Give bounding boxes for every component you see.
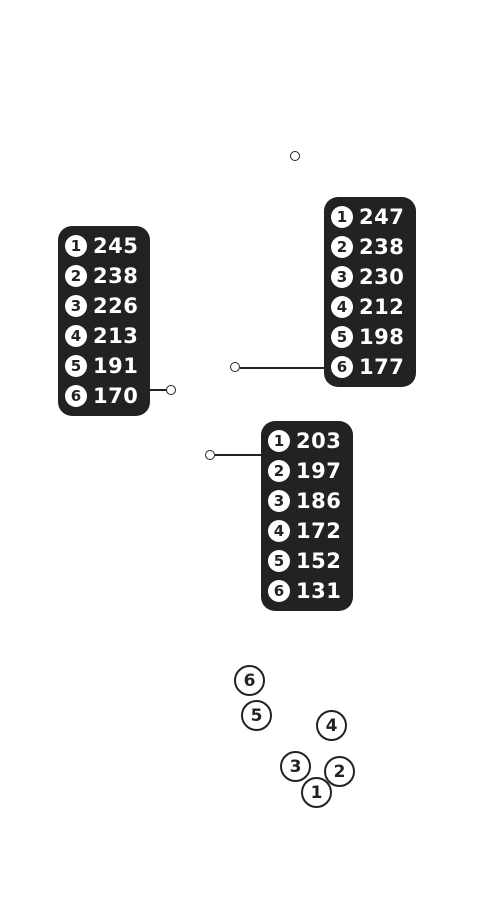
callout-anchor-point[interactable]	[166, 385, 176, 395]
rank-value: 186	[296, 488, 342, 513]
rank-badge: 5	[65, 355, 87, 377]
ranking-row: 6 177	[331, 352, 408, 382]
ranking-row: 2 238	[65, 261, 142, 291]
location-point[interactable]	[290, 151, 300, 161]
rank-value: 131	[296, 578, 342, 603]
callout-anchor-point[interactable]	[205, 450, 215, 460]
marker-label: 6	[243, 670, 256, 691]
marker-label: 3	[289, 756, 302, 777]
rank-value: 198	[359, 324, 405, 349]
rank-value: 170	[93, 383, 139, 408]
rank-badge: 6	[331, 356, 353, 378]
rank-badge: 4	[65, 325, 87, 347]
rank-badge: 3	[65, 295, 87, 317]
rank-badge: 2	[268, 460, 290, 482]
callout-connector	[240, 367, 325, 369]
rank-badge: 4	[331, 296, 353, 318]
numbered-marker-2[interactable]: 2	[324, 756, 355, 787]
rank-badge: 1	[65, 235, 87, 257]
rank-badge: 1	[268, 430, 290, 452]
rank-badge: 2	[331, 236, 353, 258]
rank-badge: 5	[268, 550, 290, 572]
rank-value: 191	[93, 353, 139, 378]
ranking-row: 1 203	[268, 426, 345, 456]
numbered-marker-5[interactable]: 5	[241, 700, 272, 731]
ranking-row: 5 198	[331, 322, 408, 352]
callout-connector	[150, 389, 167, 391]
ranking-row: 1 247	[331, 202, 408, 232]
rank-value: 238	[359, 234, 405, 259]
rank-badge: 6	[268, 580, 290, 602]
ranking-row: 6 170	[65, 381, 142, 411]
ranking-row: 4 212	[331, 292, 408, 322]
marker-label: 4	[325, 715, 338, 736]
rank-badge: 4	[268, 520, 290, 542]
ranking-panel-left[interactable]: 1 245 2 238 3 226 4 213 5 191 6 170	[58, 226, 150, 416]
numbered-marker-4[interactable]: 4	[316, 710, 347, 741]
rank-value: 230	[359, 264, 405, 289]
rank-value: 212	[359, 294, 405, 319]
rank-badge: 2	[65, 265, 87, 287]
ranking-panel-center[interactable]: 1 203 2 197 3 186 4 172 5 152 6 131	[261, 421, 353, 611]
rank-value: 226	[93, 293, 139, 318]
ranking-row: 3 230	[331, 262, 408, 292]
rank-value: 213	[93, 323, 139, 348]
ranking-row: 4 213	[65, 321, 142, 351]
callout-anchor-point[interactable]	[230, 362, 240, 372]
rank-value: 152	[296, 548, 342, 573]
rank-badge: 6	[65, 385, 87, 407]
rank-badge: 5	[331, 326, 353, 348]
rank-badge: 1	[331, 206, 353, 228]
marker-label: 1	[310, 782, 323, 803]
ranking-row: 1 245	[65, 231, 142, 261]
marker-label: 2	[333, 761, 346, 782]
ranking-row: 5 152	[268, 546, 345, 576]
rank-value: 203	[296, 428, 342, 453]
rank-value: 197	[296, 458, 342, 483]
rank-badge: 3	[268, 490, 290, 512]
numbered-marker-1[interactable]: 1	[301, 777, 332, 808]
ranking-panel-right[interactable]: 1 247 2 238 3 230 4 212 5 198 6 177	[324, 197, 416, 387]
rank-badge: 3	[331, 266, 353, 288]
rank-value: 177	[359, 354, 405, 379]
rank-value: 172	[296, 518, 342, 543]
ranking-row: 3 186	[268, 486, 345, 516]
ranking-row: 6 131	[268, 576, 345, 606]
callout-connector	[215, 454, 262, 456]
ranking-row: 2 197	[268, 456, 345, 486]
numbered-marker-3[interactable]: 3	[280, 751, 311, 782]
ranking-row: 2 238	[331, 232, 408, 262]
marker-label: 5	[250, 705, 263, 726]
ranking-row: 5 191	[65, 351, 142, 381]
ranking-row: 3 226	[65, 291, 142, 321]
ranking-row: 4 172	[268, 516, 345, 546]
rank-value: 247	[359, 204, 405, 229]
rank-value: 238	[93, 263, 139, 288]
numbered-marker-6[interactable]: 6	[234, 665, 265, 696]
rank-value: 245	[93, 233, 139, 258]
